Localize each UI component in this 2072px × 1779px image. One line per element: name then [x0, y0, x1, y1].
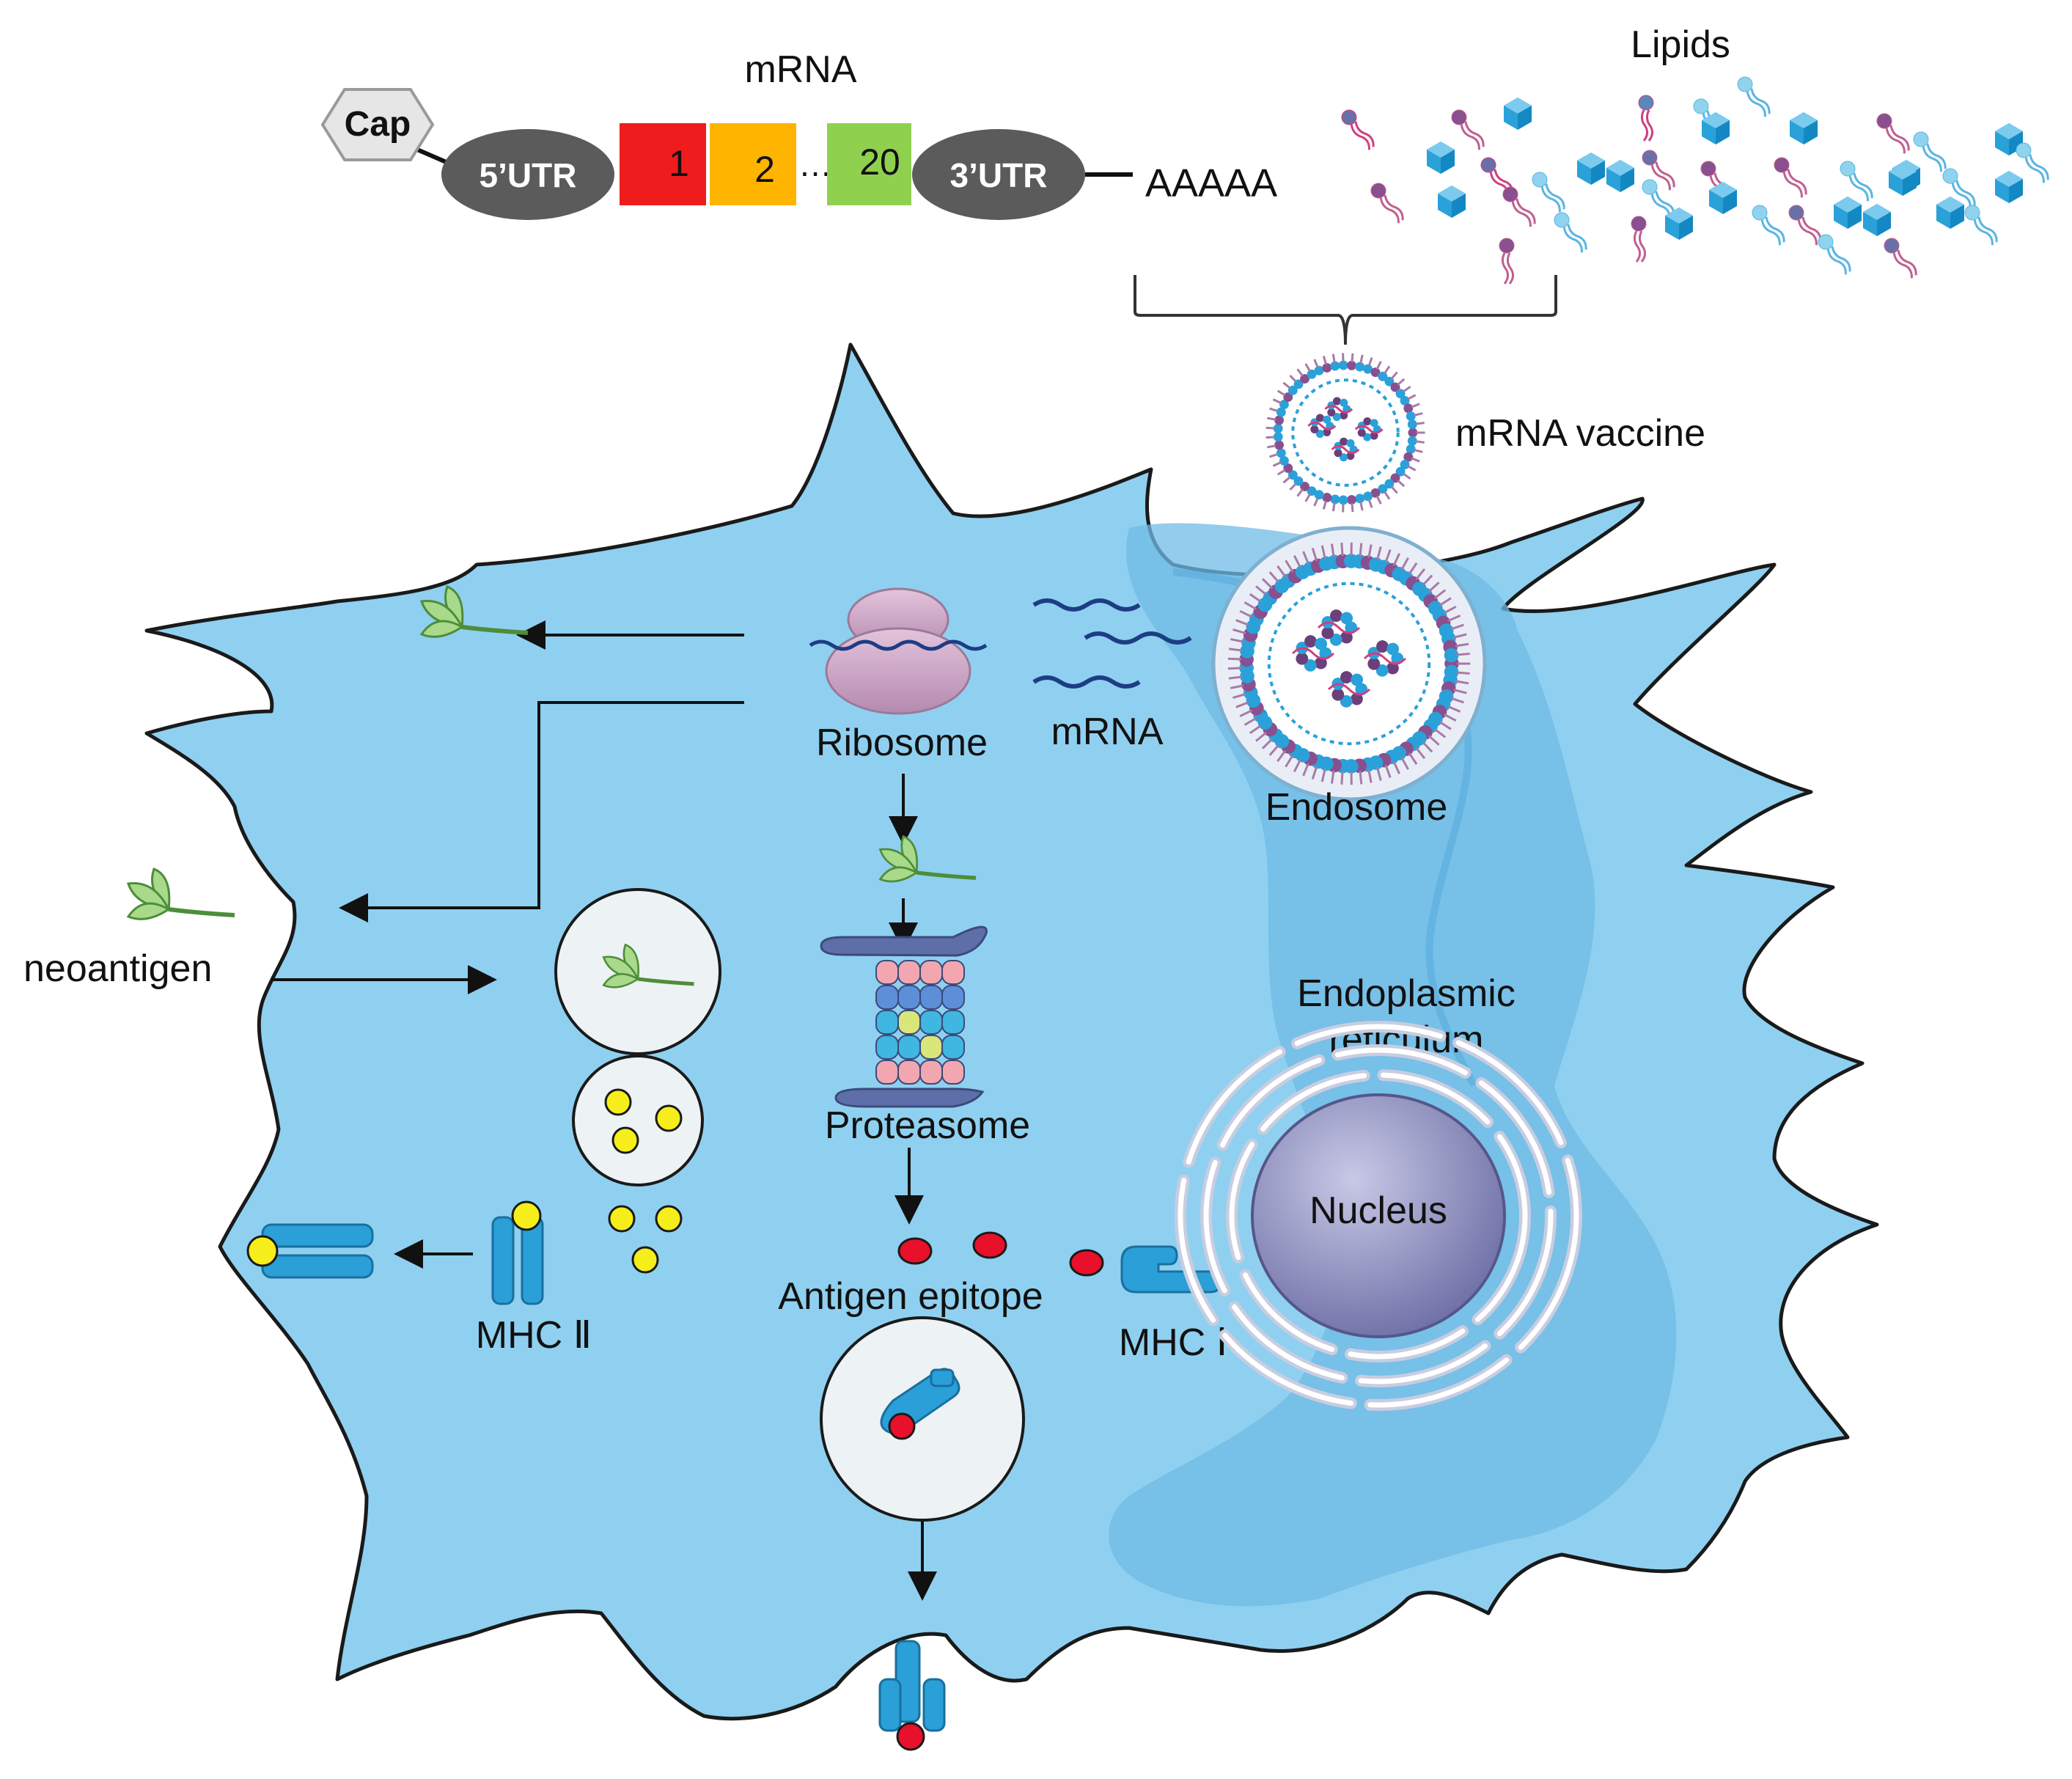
mhc1-loading-vesicle	[820, 1316, 1025, 1522]
segment-20: 20	[827, 123, 911, 205]
mrna-construct-title: mRNA	[744, 48, 856, 91]
cell-membrane	[144, 342, 1879, 1721]
endosome: Endosome	[1211, 526, 1487, 829]
lipids-label: Lipids	[1631, 23, 1730, 66]
proteasome: Proteasome	[820, 925, 1030, 1147]
segment-2-label: 2	[754, 149, 775, 190]
ribosome-label: Ribosome	[816, 722, 988, 764]
antigen-epitope-label: Antigen epitope	[778, 1275, 1043, 1318]
lipid-bracket	[1134, 275, 1557, 345]
mhc1-surface	[878, 1640, 946, 1751]
free-peptides	[608, 1205, 683, 1274]
mhc2-surface	[246, 1223, 374, 1279]
nucleus: Nucleus	[1251, 1093, 1506, 1338]
mhc2-label: MHC Ⅱ	[476, 1314, 592, 1357]
utr5-block: 5’UTR	[441, 129, 614, 220]
segment-20-label: 20	[859, 142, 900, 183]
cell	[144, 342, 1879, 1721]
utr3-block: 3’UTR	[912, 129, 1085, 220]
proteasome-label: Proteasome	[825, 1104, 1030, 1147]
utr3-label: 3’UTR	[950, 156, 1048, 194]
mrna-vaccine-particle: mRNA vaccine	[1265, 353, 1705, 513]
cytoplasmic-mrna: mRNA	[1032, 598, 1192, 753]
endoplasmic-reticulum: Endoplasmic reticulum	[1175, 972, 1582, 1411]
cytoplasmic-mrna-label: mRNA	[1051, 711, 1163, 753]
mhc1-label: MHC Ⅰ	[1119, 1321, 1227, 1364]
peptide-vesicle	[572, 1054, 704, 1186]
mrna-construct: mRNA Cap 5’UTR 1 2 … 20 3’UTR AAAAA	[320, 48, 1277, 220]
polyA-tail: AAAAA	[1145, 161, 1277, 205]
cap-hexagon: Cap	[320, 88, 435, 161]
phagosome	[554, 888, 721, 1055]
mhc2-complex: MHC Ⅱ	[476, 1200, 592, 1357]
segment-1-label: 1	[669, 143, 689, 184]
er-label-line1: Endoplasmic	[1297, 972, 1516, 1015]
antigen-epitopes: Antigen epitope	[778, 1231, 1104, 1318]
segment-2: 2	[710, 123, 796, 205]
neoantigen-label: neoantigen	[23, 947, 212, 990]
endosome-label: Endosome	[1265, 786, 1448, 829]
lipid-molecules	[1337, 73, 2053, 285]
segment-ellipsis: …	[798, 145, 832, 183]
nucleus-label: Nucleus	[1309, 1189, 1447, 1232]
mrna-vaccine-label: mRNA vaccine	[1455, 412, 1705, 455]
segment-1: 1	[620, 123, 706, 205]
ribosome: Ribosome	[809, 587, 988, 764]
utr5-label: 5’UTR	[480, 156, 577, 194]
lipids-cluster: Lipids	[1337, 23, 2053, 285]
cap-label: Cap	[345, 105, 411, 144]
neoantigen-extracellular	[128, 869, 235, 919]
